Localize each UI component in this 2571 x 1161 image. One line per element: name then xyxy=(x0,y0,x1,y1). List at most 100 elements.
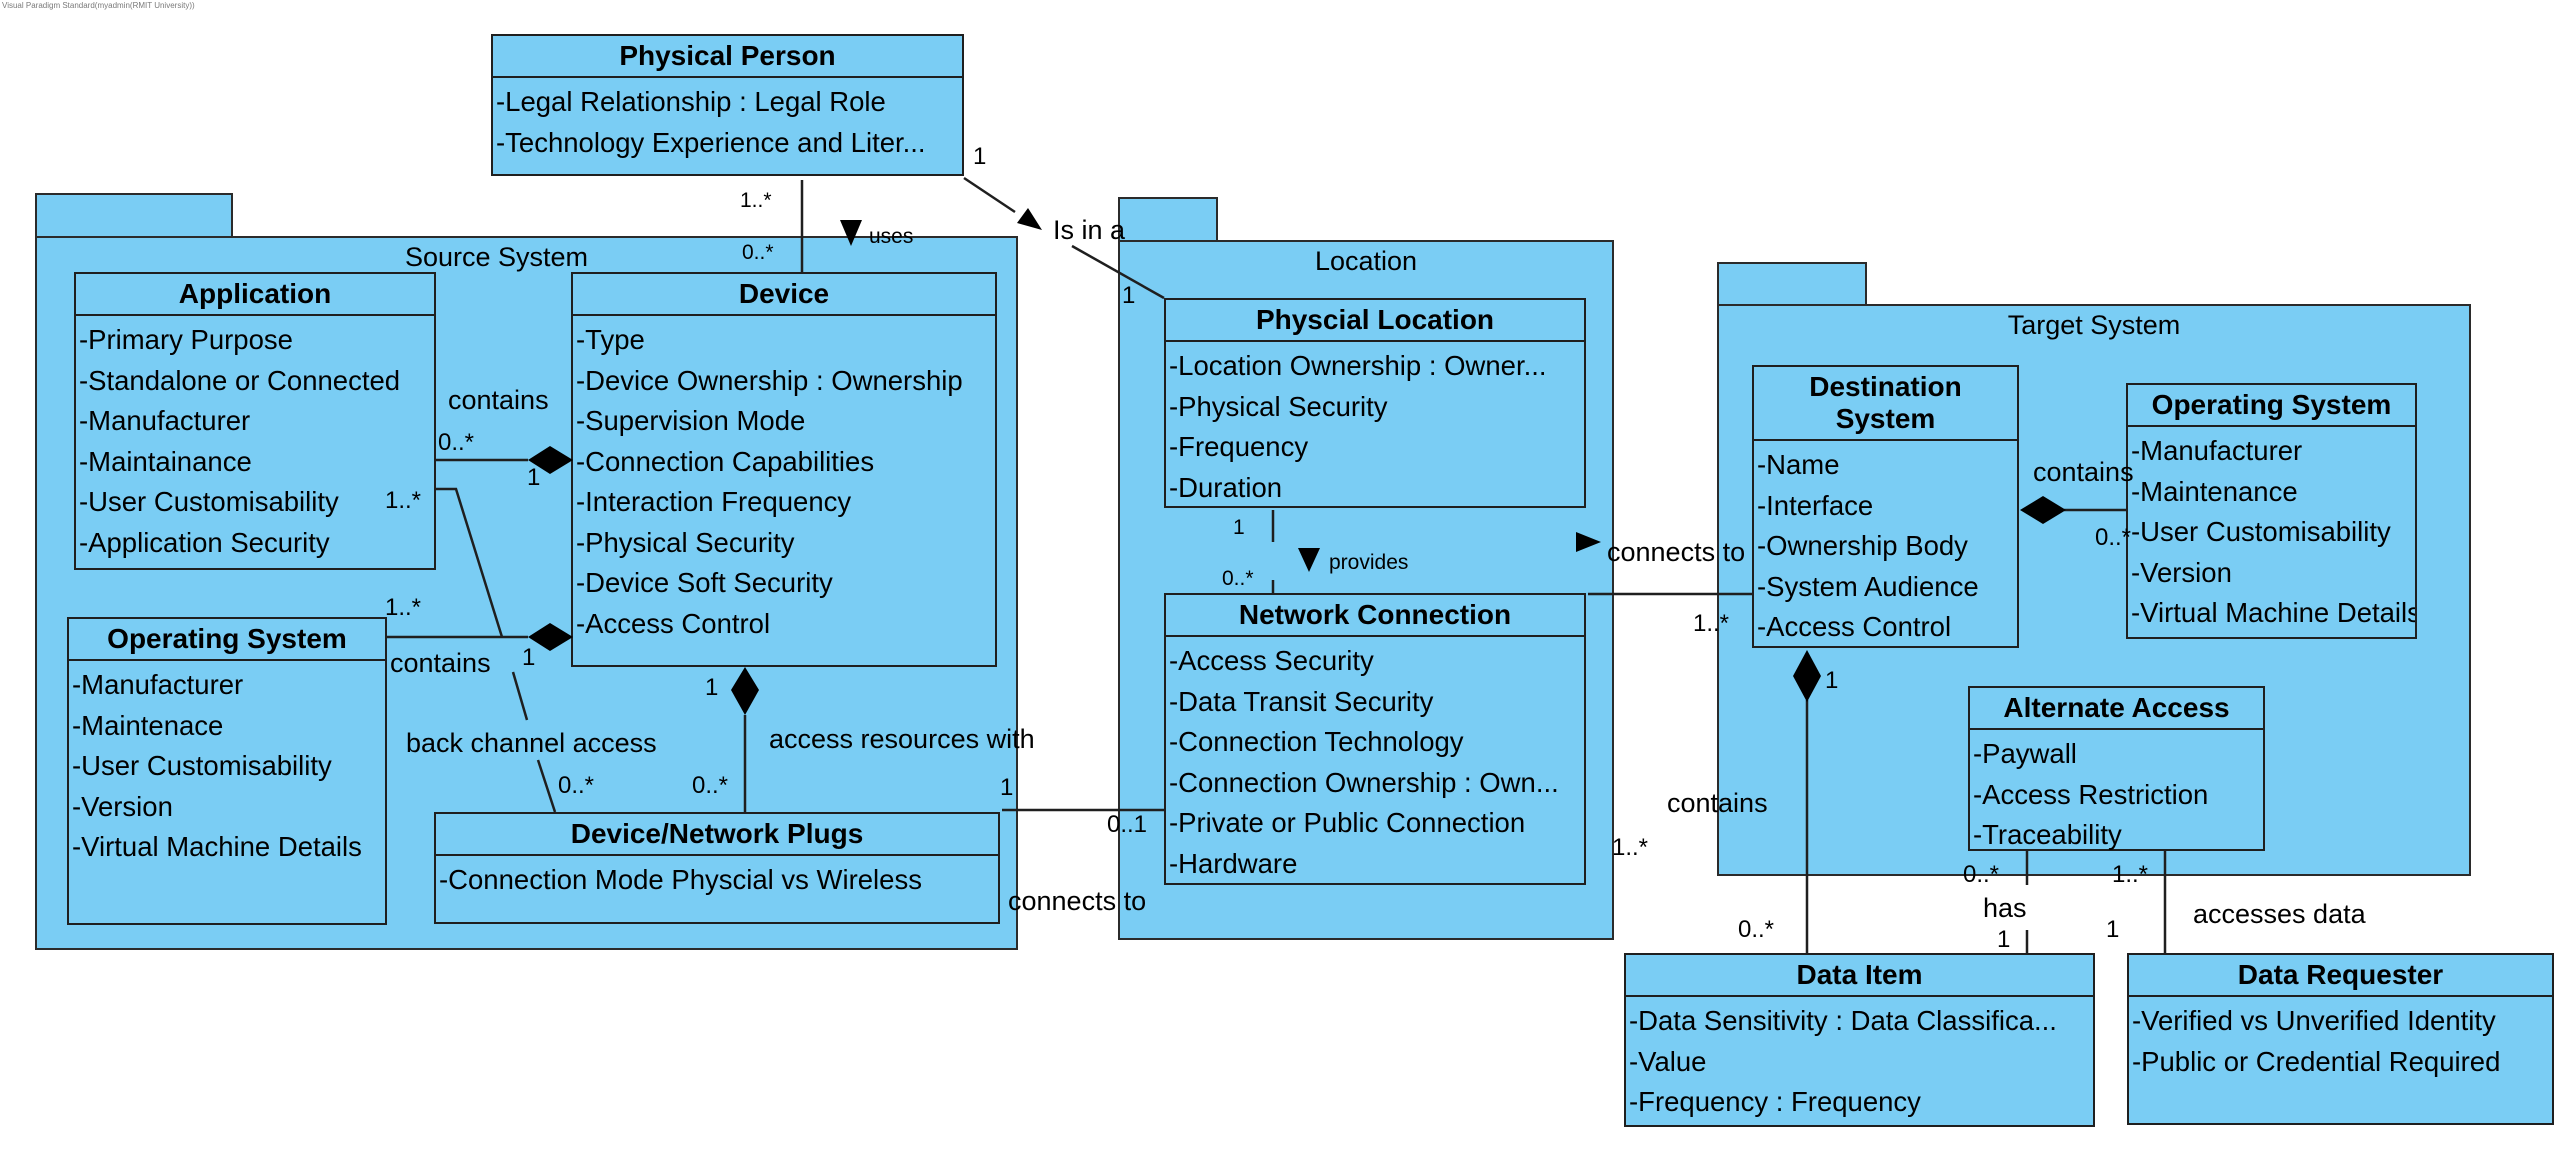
attribute: -Device Soft Security xyxy=(576,567,833,598)
association-label-uses: uses xyxy=(869,225,914,248)
attribute: -Connection Ownership : Own... xyxy=(1169,766,1559,798)
attribute: -Location Ownership : Owner... xyxy=(1169,350,1547,381)
class-device[interactable]: Device -Type -Device Ownership : Ownersh… xyxy=(571,272,997,667)
class-attributes: -Type -Device Ownership : Ownership -Sup… xyxy=(573,316,995,644)
multiplicity: 0..1 xyxy=(1107,811,1148,838)
class-name: Operating System xyxy=(69,619,385,661)
package-name: Source System xyxy=(404,242,589,272)
attribute: -Version xyxy=(2131,556,2232,588)
multiplicity: 1..* xyxy=(2112,861,2149,888)
multiplicity: 1 xyxy=(1000,774,1014,801)
multiplicity: 0..* xyxy=(1222,567,1254,590)
class-physical-person[interactable]: Physical Person -Legal Relationship : Le… xyxy=(491,34,964,176)
class-application[interactable]: Application -Primary Purpose -Standalone… xyxy=(74,272,436,570)
multiplicity: 1..* xyxy=(740,189,772,212)
association-label-app-contains: contains xyxy=(448,385,549,415)
class-data-item[interactable]: Data Item -Data Sensitivity : Data Class… xyxy=(1624,953,2095,1127)
multiplicity: 0..* xyxy=(1738,916,1775,943)
attribute: -User Customisability xyxy=(2131,516,2391,547)
attribute: -Virtual Machine Details xyxy=(2131,597,2415,628)
class-attributes: -Primary Purpose -Standalone or Connecte… xyxy=(76,316,434,563)
attribute: -Physical Security xyxy=(1169,390,1388,422)
class-name: Network Connection xyxy=(1166,595,1584,637)
multiplicity: 1 xyxy=(1122,282,1136,309)
association-label-accesses-data: accesses data xyxy=(2193,899,2366,929)
attribute: -Supervision Mode xyxy=(576,405,806,436)
attribute: -Private or Public Connection xyxy=(1169,807,1526,838)
package-tab-source-system xyxy=(35,193,233,238)
attribute: -Application Security xyxy=(79,526,330,558)
attribute: -System Audience xyxy=(1757,570,1979,602)
attribute: -Duration xyxy=(1169,471,1283,503)
class-operating-system-target[interactable]: Operating System -Manufacturer -Maintena… xyxy=(2126,383,2417,639)
attribute: -Frequency : Frequency xyxy=(1629,1086,1921,1117)
class-attributes: -Name -Interface -Ownership Body -System… xyxy=(1754,441,2017,648)
multiplicity: 0..* xyxy=(1963,861,2000,888)
attribute: -Access Security xyxy=(1169,645,1374,676)
attribute: -Connection Capabilities xyxy=(576,445,875,477)
attribute: -Manufacturer xyxy=(79,405,251,436)
multiplicity: 1 xyxy=(1997,926,2011,953)
class-attributes: -Connection Mode Physcial vs Wireless xyxy=(436,856,998,901)
class-network-connection[interactable]: Network Connection -Access Security -Dat… xyxy=(1164,593,1586,885)
direction-arrow-is-in-a xyxy=(1017,208,1042,230)
class-name: Data Requester xyxy=(2129,955,2552,997)
is-in-a-line xyxy=(963,176,1016,214)
attribute: -Standalone or Connected xyxy=(79,364,401,396)
attribute: -Manufacturer xyxy=(72,669,244,700)
package-tab-location xyxy=(1118,197,1218,242)
association-label-dest-contains-item: contains xyxy=(1667,788,1768,818)
attribute: -Value xyxy=(1629,1045,1707,1077)
attribute: -Access Control xyxy=(576,607,771,639)
class-name: Data Item xyxy=(1626,955,2093,997)
multiplicity: 1 xyxy=(973,143,987,170)
attribute: -Manufacturer xyxy=(2131,435,2303,466)
class-attributes: -Verified vs Unverified Identity -Public… xyxy=(2129,997,2552,1082)
attribute: -Interface xyxy=(1757,489,1874,521)
attribute: -Data Sensitivity : Data Classifica... xyxy=(1629,1005,2057,1036)
package-name: Target System xyxy=(2007,310,2181,340)
class-destination-system[interactable]: Destination System -Name -Interface -Own… xyxy=(1752,365,2019,648)
class-operating-system-source[interactable]: Operating System -Manufacturer -Maintena… xyxy=(67,617,387,925)
attribute: -Data Transit Security xyxy=(1169,685,1434,717)
class-physical-location[interactable]: Physcial Location -Location Ownership : … xyxy=(1164,298,1586,508)
class-device-network-plugs[interactable]: Device/Network Plugs -Connection Mode Ph… xyxy=(434,812,1000,924)
class-attributes: -Paywall -Access Restriction -Traceabili… xyxy=(1970,730,2263,856)
multiplicity: 1 xyxy=(527,464,541,491)
association-label-network-connects: connects to xyxy=(1607,537,1746,567)
multiplicity: 1 xyxy=(2106,916,2120,943)
class-name-line: Destination xyxy=(1809,371,1962,402)
class-name: Operating System xyxy=(2128,385,2415,427)
class-alternate-access[interactable]: Alternate Access -Paywall -Access Restri… xyxy=(1968,686,2265,851)
multiplicity: 1..* xyxy=(1693,610,1730,637)
attribute: -Physical Security xyxy=(576,526,795,558)
attribute: -Virtual Machine Details xyxy=(72,831,362,862)
multiplicity: 0..* xyxy=(692,772,729,799)
attribute: -Frequency xyxy=(1169,431,1309,462)
class-attributes: -Manufacturer -Maintenance -User Customi… xyxy=(2128,427,2415,634)
association-label-is-in-a: Is in a xyxy=(1053,215,1126,245)
class-data-requester[interactable]: Data Requester -Verified vs Unverified I… xyxy=(2127,953,2554,1125)
multiplicity: 0..* xyxy=(438,429,475,456)
attribute: -Maintenance xyxy=(2131,475,2298,507)
class-name-line: System xyxy=(1835,403,1936,434)
association-label-provides: provides xyxy=(1329,551,1409,574)
class-attributes: -Legal Relationship : Legal Role -Techno… xyxy=(493,78,962,163)
attribute: -User Customisability xyxy=(79,486,339,517)
attribute: -Type xyxy=(576,324,645,355)
attribute: -Maintenace xyxy=(72,709,224,741)
association-label-back-channel: back channel access xyxy=(406,728,657,758)
attribute: -Version xyxy=(72,790,173,822)
attribute: -User Customisability xyxy=(72,750,332,781)
attribute: -Ownership Body xyxy=(1757,530,1968,561)
multiplicity: 1 xyxy=(1233,516,1245,539)
association-label-access-resources: access resources with xyxy=(769,724,1035,754)
multiplicity: 1..* xyxy=(385,594,422,621)
attribute: -Maintainance xyxy=(79,445,252,477)
attribute: -Connection Mode Physcial vs Wireless xyxy=(439,864,922,895)
class-name: Physcial Location xyxy=(1166,300,1584,342)
multiplicity: 0..* xyxy=(558,772,595,799)
association-label-has: has xyxy=(1983,893,2027,923)
association-label-dest-contains-os: contains xyxy=(2033,457,2134,487)
multiplicity: 1 xyxy=(1825,667,1839,694)
